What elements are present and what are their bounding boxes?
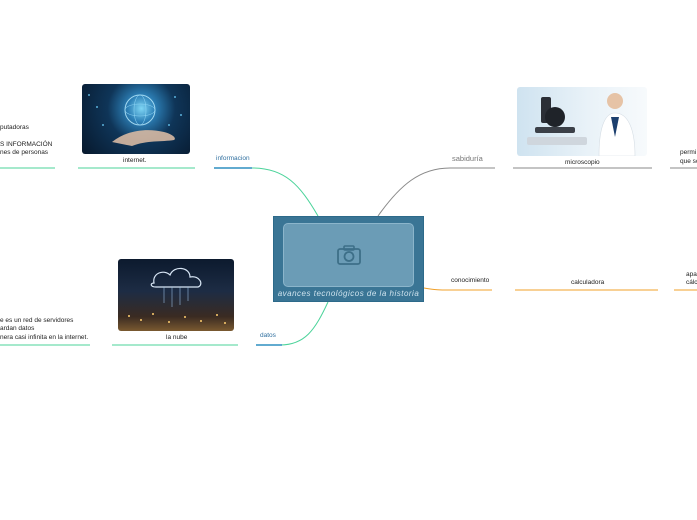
node-la-nube[interactable]: la nube xyxy=(166,334,188,341)
internet-detail-1: putadoras xyxy=(0,124,29,131)
node-microscopio[interactable]: microscopio xyxy=(565,159,600,166)
line-sabiduria xyxy=(377,167,451,217)
calculadora-detail-2: cálc xyxy=(686,279,697,286)
topic-datos[interactable]: datos xyxy=(260,332,276,339)
microscope-image xyxy=(517,87,647,156)
cloud-city-image xyxy=(118,259,234,331)
central-topic-title: avances tecnológicos de la historia xyxy=(277,289,420,298)
nube-detail-1: e es un red de servidores xyxy=(0,317,74,324)
nube-detail-2: ardan datos xyxy=(0,325,35,332)
node-calculadora[interactable]: calculadora xyxy=(571,279,605,286)
topic-sabiduria[interactable]: sabiduría xyxy=(452,154,483,163)
internet-detail-2: S INFORMACIÓN xyxy=(0,141,53,148)
central-image-placeholder[interactable] xyxy=(283,223,414,287)
internet-detail-3: nes de personas xyxy=(0,149,49,156)
line-informacion xyxy=(251,167,319,217)
line-conocimiento xyxy=(423,287,451,291)
topic-informacion[interactable]: informacion xyxy=(216,155,250,162)
node-internet[interactable]: internet. xyxy=(123,157,147,164)
hand-globe-image xyxy=(82,84,190,154)
nube-detail-3: nera casi infinita en la internet. xyxy=(0,334,89,341)
microscopio-detail-2: que so xyxy=(680,158,697,165)
line-datos xyxy=(279,301,329,346)
microscopio-detail-1: permi xyxy=(680,149,697,156)
hand-globe-graphic xyxy=(88,94,182,146)
camera-icon xyxy=(337,245,361,265)
central-topic[interactable]: avances tecnológicos de la historia xyxy=(273,216,424,302)
topic-conocimiento[interactable]: conocimiento xyxy=(451,277,490,284)
calculadora-detail-1: apa xyxy=(686,271,697,278)
cloud-city-graphic xyxy=(128,267,226,324)
microscope-graphic xyxy=(527,93,636,156)
